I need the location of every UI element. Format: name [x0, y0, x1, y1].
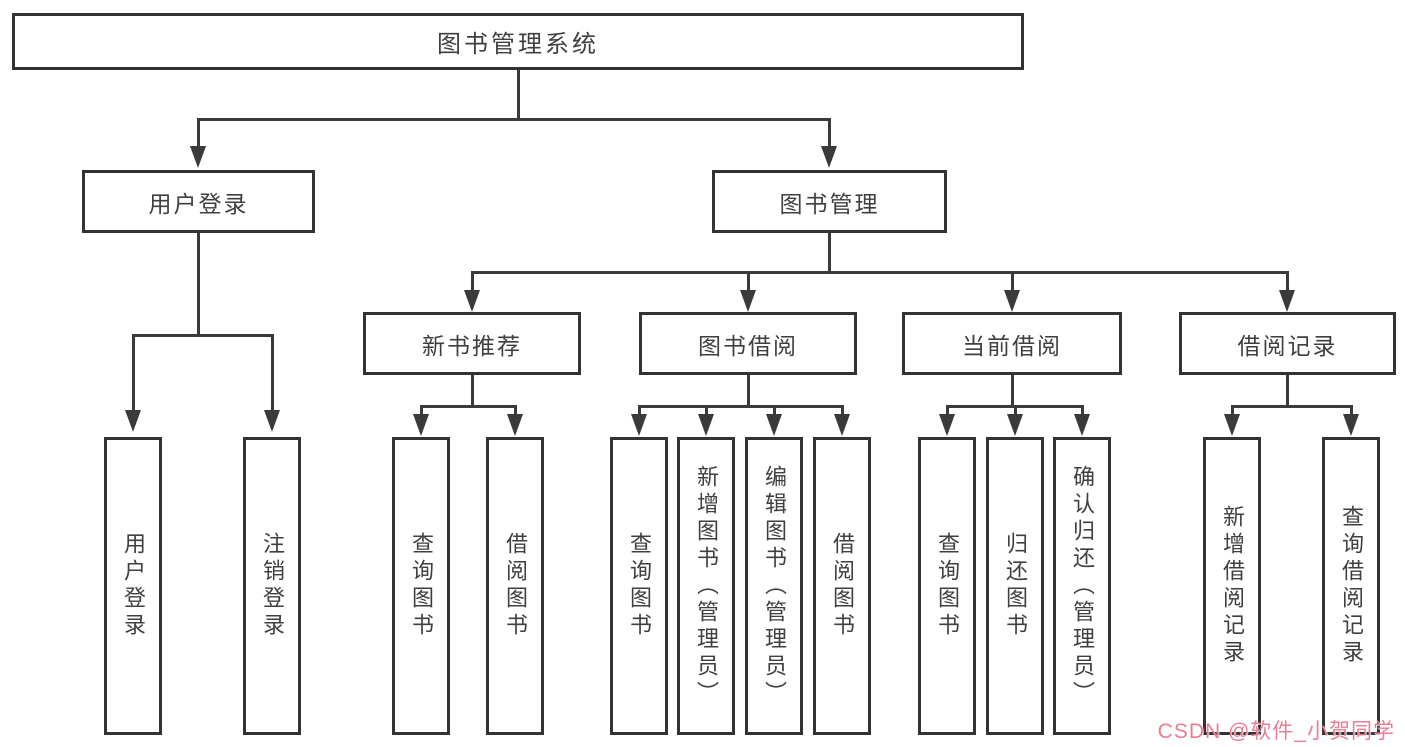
arrowhead-book-mgmt	[821, 146, 837, 168]
arrowhead-g2-c1	[631, 414, 647, 436]
leaf-label-add-book-admin: 新增图书（管理员）	[694, 464, 719, 708]
connector-stem-g1-c2	[514, 407, 517, 415]
connector-stem-g3-c3	[1081, 407, 1084, 415]
connector-root-drop	[517, 70, 520, 120]
leaf-box-query-book-2: 查询图书	[610, 437, 668, 735]
node-box-current-borrow: 当前借阅	[902, 312, 1122, 375]
node-box-borrow-record: 借阅记录	[1179, 312, 1396, 375]
connector-stem-g2-c2	[705, 407, 708, 415]
node-box-new-book-rec: 新书推荐	[363, 312, 581, 375]
leaf-label-query-book-1: 查询图书	[409, 532, 434, 640]
connector-group-3-drop	[1011, 375, 1014, 407]
leaf-label-query-borrow-record: 查询借阅记录	[1339, 505, 1364, 667]
arrowhead-g1-c2	[507, 414, 523, 436]
connector-group-3-horizontal	[946, 405, 1084, 408]
connector-stem-g2-c1	[638, 407, 641, 415]
connector-stem-group-3	[1011, 273, 1014, 291]
node-label-book-mgmt: 图书管理	[779, 190, 880, 217]
arrowhead-group-1	[464, 290, 480, 312]
connector-mgmt-horizontal	[471, 271, 1289, 274]
connector-group-2-horizontal	[638, 405, 844, 408]
leaf-label-add-borrow-record: 新增借阅记录	[1220, 505, 1245, 667]
leaf-label-logout: 注销登录	[260, 532, 285, 640]
arrowhead-g2-c3	[766, 414, 782, 436]
node-label-book-borrow: 图书借阅	[698, 332, 798, 359]
connector-stem-book-mgmt	[828, 120, 831, 148]
arrowhead-g2-c2	[698, 414, 714, 436]
leaf-label-return-book: 归还图书	[1003, 532, 1028, 640]
node-box-book-mgmt: 图书管理	[712, 170, 947, 233]
connector-login-horizontal	[132, 334, 274, 337]
connector-stem-g2-c3	[773, 407, 776, 415]
leaf-box-confirm-return-admin: 确认归还（管理员）	[1053, 437, 1111, 735]
connector-stem-login-child-2	[271, 336, 274, 410]
node-label-system-root: 图书管理系统	[437, 31, 599, 58]
leaf-box-query-borrow-record: 查询借阅记录	[1322, 437, 1380, 735]
csdn-watermark: CSDN @软件_小贺同学	[1157, 720, 1395, 743]
leaf-box-borrow-book-2: 借阅图书	[813, 437, 871, 735]
leaf-label-query-book-3: 查询图书	[935, 532, 960, 640]
node-label-current-borrow: 当前借阅	[962, 332, 1062, 359]
node-box-system-root: 图书管理系统	[12, 13, 1024, 70]
arrowhead-group-2	[740, 290, 756, 312]
node-box-book-borrow: 图书借阅	[639, 312, 857, 375]
arrowhead-group-4	[1279, 290, 1295, 312]
leaf-label-borrow-book-1: 借阅图书	[503, 532, 528, 640]
leaf-label-edit-book-admin: 编辑图书（管理员）	[762, 464, 787, 708]
connector-group-4-drop	[1286, 375, 1289, 407]
arrowhead-g4-c2	[1343, 414, 1359, 436]
leaf-box-add-borrow-record: 新增借阅记录	[1203, 437, 1261, 735]
connector-group-1-drop	[471, 375, 474, 407]
connector-group-1-horizontal	[420, 405, 517, 408]
leaf-box-return-book: 归还图书	[986, 437, 1044, 735]
leaf-box-add-book-admin: 新增图书（管理员）	[677, 437, 735, 735]
connector-mgmt-drop	[828, 233, 831, 273]
connector-stem-group-2	[747, 273, 750, 291]
leaf-box-edit-book-admin: 编辑图书（管理员）	[745, 437, 803, 735]
connector-group-2-drop	[747, 375, 750, 407]
connector-login-drop	[197, 233, 200, 336]
leaf-label-borrow-book-2: 借阅图书	[830, 532, 855, 640]
leaf-box-logout: 注销登录	[243, 437, 301, 735]
leaf-label-confirm-return-admin: 确认归还（管理员）	[1070, 464, 1095, 708]
connector-stem-user-login	[197, 120, 200, 148]
arrowhead-group-3	[1004, 290, 1020, 312]
leaf-box-query-book-3: 查询图书	[918, 437, 976, 735]
arrowhead-login-child-2	[264, 410, 280, 432]
connector-stem-g4-c1	[1231, 407, 1234, 415]
leaf-box-query-book-1: 查询图书	[392, 437, 450, 735]
leaf-label-query-book-2: 查询图书	[627, 532, 652, 640]
arrowhead-g2-c4	[834, 414, 850, 436]
connector-group-4-horizontal	[1231, 405, 1353, 408]
node-box-user-login: 用户登录	[82, 170, 315, 233]
connector-stem-login-child-1	[132, 336, 135, 410]
arrowhead-user-login	[190, 146, 206, 168]
connector-stem-g3-c1	[946, 407, 949, 415]
connector-stem-g4-c2	[1350, 407, 1353, 415]
connector-stem-g1-c1	[420, 407, 423, 415]
connector-stem-g2-c4	[841, 407, 844, 415]
node-label-new-book-rec: 新书推荐	[422, 332, 522, 359]
leaf-box-borrow-book-1: 借阅图书	[486, 437, 544, 735]
leaf-box-user-login: 用户登录	[104, 437, 162, 735]
arrowhead-login-child-1	[125, 410, 141, 432]
arrowhead-g4-c1	[1224, 414, 1240, 436]
arrowhead-g1-c1	[413, 414, 429, 436]
arrowhead-g3-c2	[1007, 414, 1023, 436]
connector-stem-g3-c2	[1014, 407, 1017, 415]
leaf-label-user-login: 用户登录	[121, 532, 146, 640]
connector-stem-group-4	[1286, 273, 1289, 291]
connector-root-horizontal	[197, 118, 831, 121]
arrowhead-g3-c1	[939, 414, 955, 436]
node-label-user-login: 用户登录	[148, 190, 249, 217]
node-label-borrow-record: 借阅记录	[1237, 332, 1338, 359]
connector-stem-group-1	[471, 273, 474, 291]
arrowhead-g3-c3	[1074, 414, 1090, 436]
